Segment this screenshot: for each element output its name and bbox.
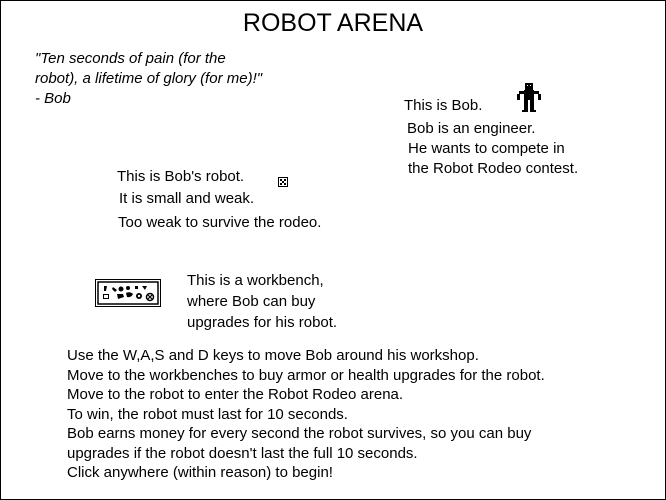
game-title: ROBOT ARENA [242,9,424,37]
instruction-line: upgrades if the robot doesn't last the f… [67,444,418,462]
robot-text-line-2: It is small and weak. [119,190,255,207]
instruction-line: Move to the robot to enter the Robot Rod… [67,386,404,403]
robot-text-line-3: Too weak to survive the rodeo. [118,214,322,231]
robot-sprite-icon [278,177,288,187]
workbench-text-line-1: This is a workbench, [187,272,324,289]
bob-text-line-4: the Robot Rodeo contest. [408,160,579,177]
bob-sprite-icon [517,83,541,112]
instruction-line: Bob earns money for every second the rob… [67,425,532,442]
bob-text-line-1: This is Bob. [404,97,483,114]
instructions: Use the W,A,S and D keys to move Bob aro… [67,346,545,483]
instruction-line: Use the W,A,S and D keys to move Bob aro… [67,347,479,364]
bob-text-line-2: Bob is an engineer. [407,120,536,137]
workbench-text-line-3: upgrades for his robot. [187,314,338,331]
bob-quote: "Ten seconds of pain (for the robot), a … [35,50,263,107]
bob-text-line-3: He wants to compete in [408,140,565,157]
workbench-text-line-2: where Bob can buy [187,293,316,310]
instruction-line: To win, the robot must last for 10 secon… [67,405,348,423]
workbench-sprite-icon [95,279,161,307]
instruction-line: Click anywhere (within reason) to begin! [67,464,333,481]
robot-text-line-1: This is Bob's robot. [117,168,245,185]
instruction-line: Move to the workbenches to buy armor or … [67,366,545,384]
